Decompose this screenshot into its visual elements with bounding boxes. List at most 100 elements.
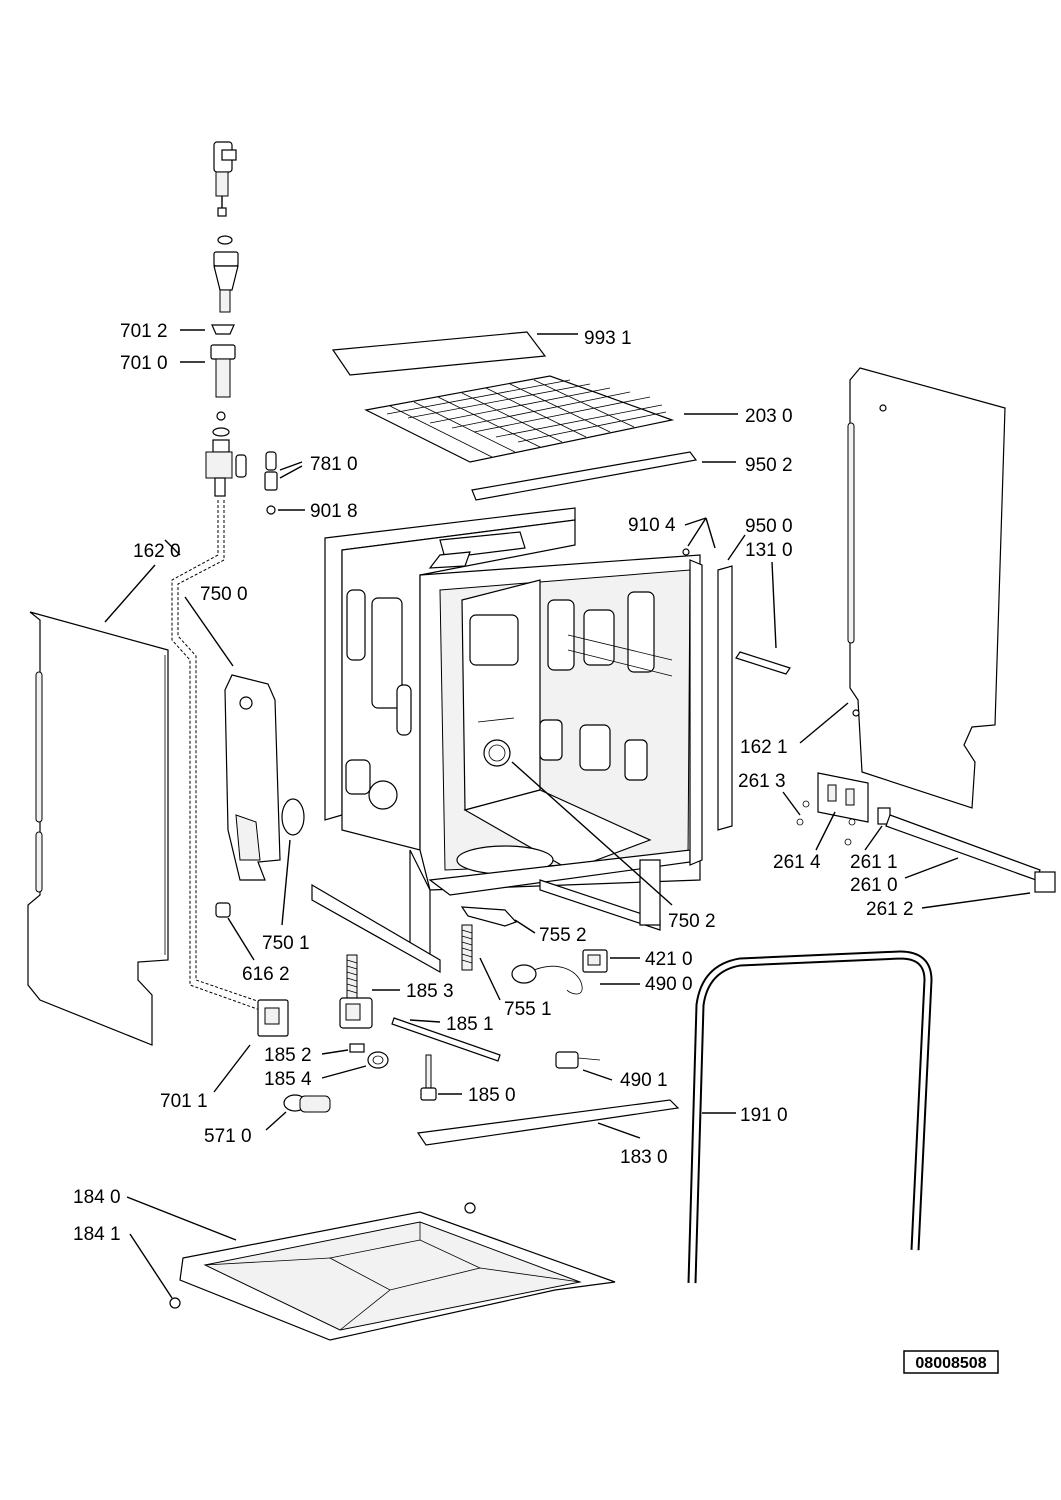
leader-9104c: [705, 517, 716, 549]
drawing-reference: 08008508: [915, 1355, 986, 1372]
leader-7500: [184, 596, 234, 667]
pressure-switch-part: [582, 949, 608, 973]
callout-2613: 261 3: [738, 771, 786, 792]
callout-1310: 131 0: [745, 540, 793, 561]
leader-7501: [281, 839, 291, 926]
callout-1854: 185 4: [264, 1069, 312, 1090]
leader-1620: [104, 564, 156, 623]
float-part: [460, 906, 518, 927]
callout-5710: 571 0: [204, 1126, 252, 1147]
clip-part: [266, 505, 305, 515]
screw-part: [682, 548, 690, 556]
callout-1830: 183 0: [620, 1147, 668, 1168]
callout-2612: 261 2: [866, 899, 914, 920]
callout-7500: 750 0: [200, 584, 248, 605]
foot-screw-part: [169, 1297, 181, 1309]
callout-9502: 950 2: [745, 455, 793, 476]
callout-7552: 755 2: [539, 925, 587, 946]
left-side-panel: [27, 611, 169, 1046]
pin-part: [420, 1054, 437, 1101]
leader-1851: [409, 1019, 441, 1023]
leader-1840: [126, 1196, 237, 1241]
grommet-part: [367, 1051, 389, 1069]
inlet-hose-connector: [213, 141, 237, 217]
leader-1830: [597, 1122, 641, 1139]
spring-part: [461, 924, 473, 971]
callout-1910: 191 0: [740, 1105, 788, 1126]
leader-1852: [321, 1049, 349, 1055]
seal-ring-part: [281, 798, 305, 836]
callout-9931: 993 1: [584, 328, 632, 349]
leader-1854: [321, 1065, 367, 1079]
callout-9104: 910 4: [628, 515, 676, 536]
hinge-plate-part: [796, 772, 869, 846]
hinge-bracket-left: [257, 999, 289, 1037]
heater-connector-part: [555, 1051, 601, 1069]
callout-9018: 901 8: [310, 501, 358, 522]
leader-9104: [684, 517, 707, 526]
front-trim-strip: [471, 451, 698, 501]
leader-4901: [582, 1069, 613, 1081]
inlet-valve-body: [205, 411, 247, 497]
drawing-reference-box: 08008508: [903, 1350, 999, 1374]
spring-shaft-part: [339, 954, 373, 1029]
leader-7552: [514, 919, 536, 934]
vent-duct-panel: [224, 674, 281, 881]
pump-part: [283, 1094, 331, 1113]
callout-1620: 162 0: [133, 541, 181, 562]
leader-9104b: [687, 517, 707, 547]
hose-coupling-part: [180, 344, 236, 398]
leader-2614: [815, 811, 836, 851]
power-cord-part: [511, 964, 583, 995]
side-strip-part: [717, 565, 733, 831]
hinge-arm-part: [885, 814, 1056, 893]
callout-4900: 490 0: [645, 974, 693, 995]
rod-part: [391, 1017, 501, 1062]
callout-labels: 701 2 701 0 993 1 203 0 781 0 950 2 901 …: [73, 321, 914, 1245]
callout-1852: 185 2: [264, 1045, 312, 1066]
callout-7502: 750 2: [668, 911, 716, 932]
callout-2610: 261 0: [850, 875, 898, 896]
hose-path-dashed: [171, 500, 267, 1011]
bracket-part: [735, 651, 791, 675]
callout-6162: 616 2: [242, 964, 290, 985]
leader-1310: [771, 561, 777, 649]
leader-1621: [799, 702, 849, 744]
base-tray-part: [179, 1202, 616, 1341]
leader-2613: [782, 791, 801, 816]
cable-clip-part: [215, 902, 255, 961]
leader-5710: [265, 1111, 287, 1131]
callout-1853: 185 3: [406, 981, 454, 1002]
callout-1841: 184 1: [73, 1224, 121, 1245]
door-gasket-part: [687, 950, 933, 1284]
callout-1621: 162 1: [740, 737, 788, 758]
leader-2612: [921, 892, 1031, 909]
callout-4901: 490 1: [620, 1070, 668, 1091]
leader-2611: [864, 825, 883, 851]
inlet-valve-nut: [213, 235, 239, 313]
callout-4210: 421 0: [645, 949, 693, 970]
top-grid-panel: [364, 375, 675, 463]
leader-7551: [479, 957, 501, 1001]
leader-1620b: [164, 539, 181, 556]
callout-2030: 203 0: [745, 406, 793, 427]
toe-kick-bar: [416, 1099, 680, 1146]
callout-7501: 750 1: [262, 933, 310, 954]
dishwasher-tub: [311, 507, 703, 974]
leader-1841: [129, 1233, 173, 1299]
callout-9500: 950 0: [745, 516, 793, 537]
leader-9500: [727, 534, 746, 561]
right-side-panel: [847, 367, 1006, 809]
check-valve-part: [264, 451, 303, 491]
callout-2614: 261 4: [773, 852, 821, 873]
washer-part: [180, 324, 235, 335]
callout-7551: 755 1: [504, 999, 552, 1020]
leader-7502: [511, 761, 673, 906]
callout-7012: 701 2: [120, 321, 168, 342]
callout-1840: 184 0: [73, 1187, 121, 1208]
callout-1851: 185 1: [446, 1014, 494, 1035]
leader-2610: [904, 857, 959, 879]
callout-1850: 185 0: [468, 1085, 516, 1106]
callout-7810: 781 0: [310, 454, 358, 475]
